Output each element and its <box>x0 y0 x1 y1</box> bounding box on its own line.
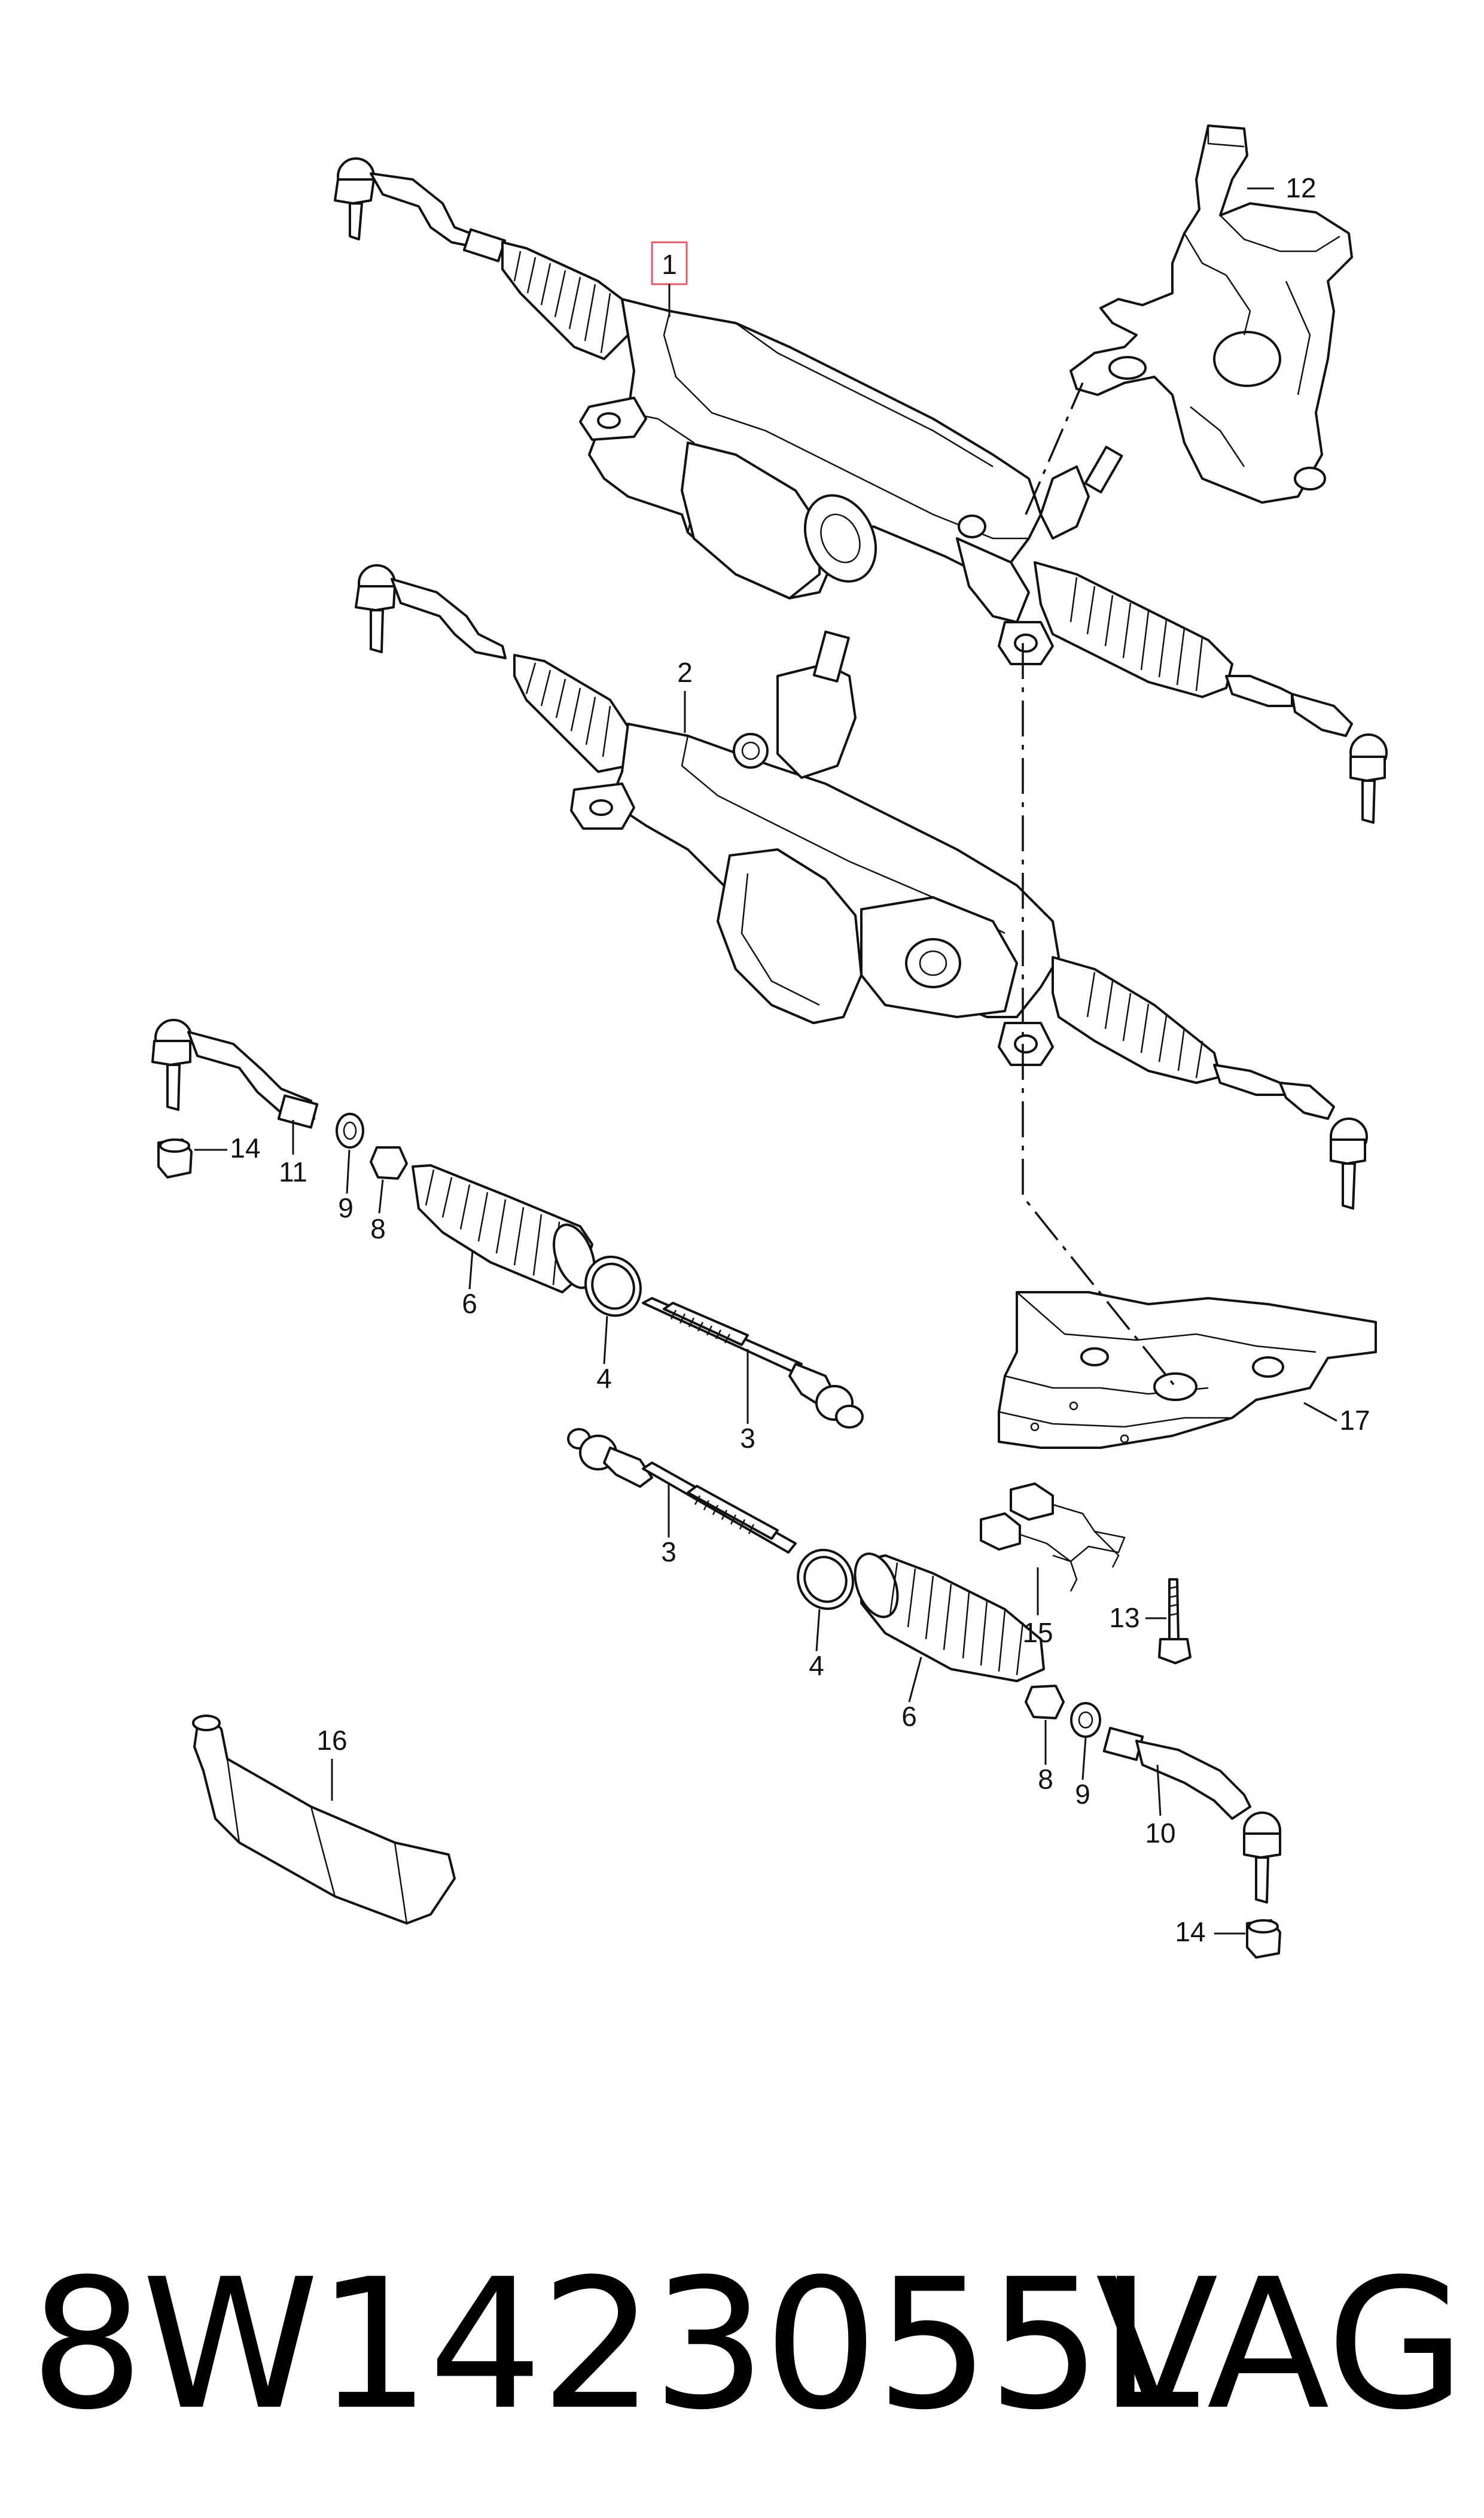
callout-1-label: 1 <box>662 249 677 280</box>
subframe-part-17: 17 <box>998 1291 1377 1449</box>
clamp-part-8-right: 8 <box>1025 1685 1065 1795</box>
part-number-text: 8W1423055L <box>30 2240 1199 2449</box>
nut-part-9-right: 9 <box>1070 1702 1101 1810</box>
callout-8-label-b: 8 <box>1038 1764 1053 1795</box>
callout-11-label: 11 <box>279 1156 307 1188</box>
wiring-harness-part-15: 15 <box>980 1482 1126 1648</box>
callout-17-label: 17 <box>1339 1405 1370 1436</box>
clamp-part-8-left: 8 <box>370 1146 408 1244</box>
steering-rack-part-2: 2 <box>355 564 1368 1210</box>
nut-part-9-left: 9 <box>336 1113 364 1223</box>
callout-16-label: 16 <box>316 1725 347 1756</box>
left-tie-rod-end-part-11: 11 <box>151 1019 319 1188</box>
ring-part-4-right: 4 <box>797 1548 854 1681</box>
alignment-lines <box>1022 382 1177 1388</box>
hex-nut-part-14-right: 14 <box>1175 1916 1281 1959</box>
grease-tube-part-16: 16 <box>192 1715 456 1925</box>
inner-tie-rod-part-3-right: 3 <box>567 1428 797 1567</box>
callout-9-label-b: 9 <box>1075 1779 1090 1810</box>
callout-8-label-a: 8 <box>370 1213 386 1244</box>
bolt-part-13: 13 <box>1109 1578 1192 1664</box>
callout-2-label: 2 <box>677 657 693 688</box>
callout-1: 1 <box>651 241 688 317</box>
callout-14-label-a: 14 <box>230 1132 260 1164</box>
callout-4-label-a: 4 <box>596 1363 612 1394</box>
footer: 8W1423055L VAG <box>30 2237 1465 2453</box>
callout-4-label-b: 4 <box>809 1650 824 1681</box>
right-tie-rod-end-part-10: 10 <box>1102 1727 1281 1904</box>
callout-9-label-a: 9 <box>338 1192 354 1223</box>
inner-tie-rod-part-3-left: 3 <box>642 1297 864 1454</box>
callout-6-label-a: 6 <box>462 1288 477 1319</box>
hex-nut-part-14-left: 14 <box>157 1132 261 1179</box>
callout-15-label: 15 <box>1022 1617 1053 1648</box>
brand-text: VAG <box>1095 2240 1465 2449</box>
callout-3-label-b: 3 <box>661 1536 677 1567</box>
boot-part-6-right: 6 <box>854 1552 1045 1732</box>
callout-3-label-a: 3 <box>740 1423 755 1454</box>
steering-rack-part-1 <box>334 157 1388 824</box>
callout-13-label: 13 <box>1109 1602 1139 1633</box>
callout-12-label: 12 <box>1285 172 1316 203</box>
ring-part-4-left: 4 <box>584 1255 642 1394</box>
steering-knuckle-part-12 <box>1069 124 1353 504</box>
exploded-parts-diagram: 1 2 <box>151 124 1388 1959</box>
callout-6-label-b: 6 <box>901 1701 917 1732</box>
boot-part-6-left: 6 <box>412 1164 596 1319</box>
callout-12: 12 <box>1247 172 1317 203</box>
callout-10-label: 10 <box>1145 1817 1175 1849</box>
callout-14-label-b: 14 <box>1175 1916 1205 1947</box>
